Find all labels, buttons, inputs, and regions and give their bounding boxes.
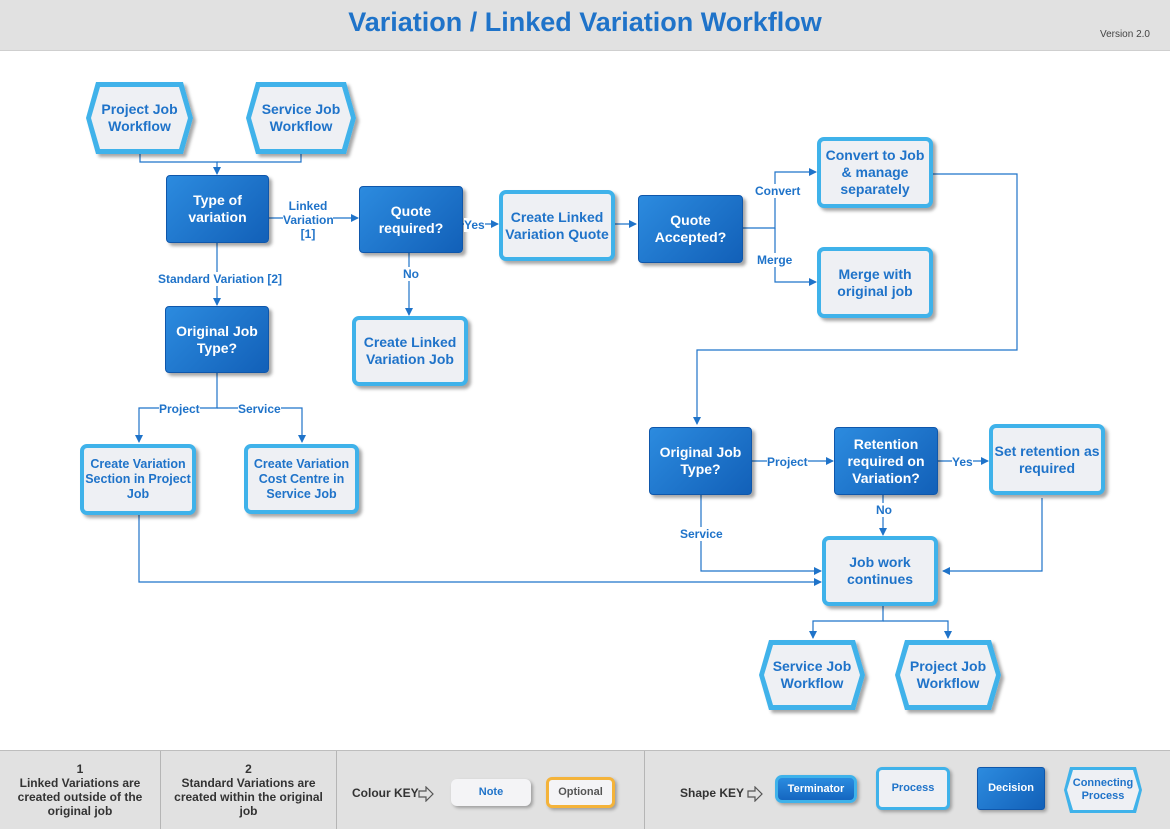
hexagon-shape — [251, 87, 351, 149]
decision-type-of-variation[interactable]: Type of variation — [166, 175, 269, 243]
process-convert-to-job[interactable]: Convert to Job & manage separately — [817, 137, 933, 208]
service-job-workflow-connector-bottom[interactable]: Service Job Workflow — [759, 640, 865, 710]
decision-quote-accepted[interactable]: Quote Accepted? — [638, 195, 743, 263]
project-job-workflow-connector-top[interactable]: Project Job Workflow — [86, 82, 193, 154]
hexagon-shape — [764, 645, 860, 705]
key-connecting-process: Connecting Process — [1072, 777, 1134, 802]
edge-label-project-right: Project — [767, 455, 808, 469]
edge-label-yes-quote: Yes — [464, 218, 485, 232]
edge-label-service-left: Service — [238, 402, 281, 416]
node-label: Project Job Workflow — [909, 658, 987, 691]
footnote-text: Standard Variations are created within t… — [174, 776, 323, 818]
shape-key-label: Shape KEY — [680, 786, 745, 800]
connector — [138, 515, 822, 586]
project-job-workflow-connector-bottom[interactable]: Project Job Workflow — [895, 640, 1001, 710]
key-optional: Optional — [546, 777, 615, 808]
footnote-2: 2 Standard Variations are created within… — [161, 751, 337, 829]
connector — [217, 153, 302, 163]
footnote-number: 2 — [245, 762, 252, 776]
footnote-1: 1 Linked Variations are created outside … — [0, 751, 161, 829]
version-label: Version 2.0 — [1099, 29, 1150, 40]
key-terminator: Terminator — [775, 775, 857, 803]
connector — [139, 153, 221, 175]
footnote-number: 1 — [76, 762, 84, 776]
key-connecting-shape — [1064, 767, 1142, 813]
process-job-work-continues[interactable]: Job work continues — [822, 536, 938, 606]
hexagon-shape — [91, 87, 188, 149]
process-create-variation-cost-centre[interactable]: Create Variation Cost Centre in Service … — [244, 444, 359, 514]
connector — [942, 498, 1043, 575]
node-label: Project Job Workflow — [101, 101, 178, 134]
colour-key-label: Colour KEY — [352, 786, 419, 800]
process-set-retention[interactable]: Set retention as required — [989, 424, 1105, 495]
process-create-variation-section[interactable]: Create Variation Section in Project Job — [80, 444, 196, 515]
edge-label-project-left: Project — [159, 402, 200, 416]
edge-label-service-right: Service — [680, 527, 723, 541]
key-note: Note — [451, 779, 531, 806]
edge-label-no-quote: No — [403, 267, 419, 281]
footer-key-bar: 1 Linked Variations are created outside … — [0, 750, 1170, 829]
key-process: Process — [876, 767, 950, 810]
decision-quote-required[interactable]: Quote required? — [359, 186, 463, 253]
edge-label-no-retention: No — [876, 503, 892, 517]
node-label: Service Job Workflow — [261, 101, 341, 134]
header-bar: Variation / Linked Variation Workflow Ve… — [0, 0, 1170, 51]
edge-label-standard-variation: Standard Variation [2] — [158, 272, 283, 286]
connector — [742, 168, 817, 229]
connector — [774, 228, 817, 286]
connector — [809, 605, 884, 639]
process-create-linked-variation-job[interactable]: Create Linked Variation Job — [352, 316, 468, 386]
edge-label-merge: Merge — [757, 253, 793, 267]
process-create-linked-variation-quote[interactable]: Create Linked Variation Quote — [499, 190, 615, 261]
edge-label-convert: Convert — [755, 184, 801, 198]
decision-retention-required[interactable]: Retention required on Variation? — [834, 427, 938, 495]
colour-key-section — [337, 751, 645, 829]
edge-label-yes-retention: Yes — [952, 455, 973, 469]
service-job-workflow-connector-top[interactable]: Service Job Workflow — [246, 82, 356, 154]
page-title: Variation / Linked Variation Workflow — [348, 7, 822, 37]
node-label: Service Job Workflow — [772, 658, 852, 691]
arrow-right-icon — [418, 786, 434, 802]
footnote-text: Linked Variations are created outside of… — [17, 776, 143, 818]
process-merge-with-original[interactable]: Merge with original job — [817, 247, 933, 318]
edge-label-linked-variation: Linked Variation [1] — [283, 199, 334, 241]
key-decision: Decision — [977, 767, 1045, 810]
connector — [883, 620, 952, 639]
connector — [700, 495, 822, 575]
hexagon-shape — [900, 645, 996, 705]
decision-original-job-type-right[interactable]: Original Job Type? — [649, 427, 752, 495]
arrow-right-icon — [747, 786, 763, 802]
decision-original-job-type-left[interactable]: Original Job Type? — [165, 306, 269, 373]
connector — [693, 173, 1018, 425]
